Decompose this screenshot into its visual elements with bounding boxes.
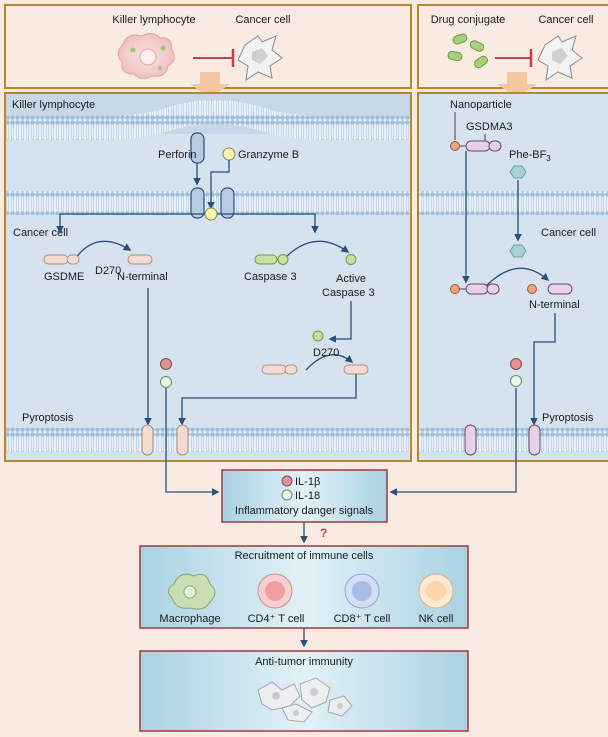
gsdme-label: GSDME: [44, 271, 84, 283]
lymphocyte-membrane: [6, 100, 410, 140]
killer-lymphocyte-label: Killer lymphocyte: [112, 14, 195, 26]
drug-conjugate-icon: [447, 33, 488, 69]
inflammatory-danger-signals-label: Inflammatory danger signals: [235, 505, 374, 517]
down-arrow-right: [497, 72, 537, 98]
cancer-cell-icon: [237, 35, 283, 82]
gsdme-pore-2: [176, 424, 189, 456]
cd4-t-cell-label: CD4⁺ T cell: [248, 613, 305, 625]
phe-bf3-label: Phe-BF3: [509, 149, 551, 163]
n-terminal-right-label: N-terminal: [529, 299, 580, 311]
active-caspase3-small-icon: [312, 330, 324, 342]
pyroptosis-label: Pyroptosis: [22, 412, 74, 424]
anti-tumor-immunity-box: Anti-tumor immunity: [139, 650, 469, 732]
perforin-pore-bottom-2: [220, 187, 235, 219]
d270-label-1: D270: [95, 265, 121, 277]
gsdma3-pore-1: [464, 424, 477, 456]
down-arrow-left: [190, 72, 230, 98]
d270-label-2: D270: [313, 347, 339, 359]
dying-tumor-cells-icon: [257, 677, 353, 723]
active-caspase3-label-2: Caspase 3: [322, 287, 375, 299]
macrophage-icon: [168, 573, 216, 610]
gsdma3-pore-2: [528, 424, 541, 456]
cd4-t-cell-icon: [257, 573, 293, 609]
cd8-t-cell-label: CD8⁺ T cell: [334, 613, 391, 625]
cancer-cell-right-panel-label: Cancer cell: [541, 227, 596, 239]
left-main-panel: Killer lymphocyte Perforin Granzyme B Ca…: [4, 92, 412, 462]
caspase3-icon: [254, 254, 289, 265]
perforin-pore-bottom: [190, 187, 205, 219]
panel-title-killer-lymphocyte: Killer lymphocyte: [12, 99, 95, 111]
gsdme-icon: [43, 254, 80, 265]
anti-tumor-immunity-title: Anti-tumor immunity: [255, 656, 353, 668]
cancer-cell-label-right: Cancer cell: [538, 14, 593, 26]
recruitment-box: Recruitment of immune cells Macrophage C…: [139, 545, 469, 629]
cancer-cell-panel-label: Cancer cell: [13, 227, 68, 239]
phe-bf3-icon: [509, 165, 527, 179]
nanoparticle-label: Nanoparticle: [450, 99, 512, 111]
inhibition-arrow-right: [495, 49, 533, 67]
cancer-cell-icon-right: [537, 35, 583, 82]
il18-icon-right: [510, 375, 522, 387]
gsdme-icon-2: [261, 364, 298, 375]
gsdme-pore-1: [141, 424, 154, 456]
pyroptosis-right-label: Pyroptosis: [542, 412, 594, 424]
nanoparticle-released-icon: [527, 284, 537, 294]
right-membrane-top: [419, 191, 608, 215]
caspase3-label: Caspase 3: [244, 271, 297, 283]
gsdma3-in-cell-icon: [450, 283, 500, 295]
il18-legend-icon: [281, 489, 293, 501]
phe-bf3-in-cell-icon: [509, 244, 527, 258]
il1b-label: IL-1β: [295, 476, 320, 488]
right-membrane-bottom: [419, 428, 608, 452]
inhibition-arrow: [193, 49, 235, 67]
perforin-label: Perforin: [158, 149, 197, 161]
inflammatory-signals-box: IL-1β IL-18 Inflammatory danger signals: [221, 469, 388, 523]
il18-label: IL-18: [295, 490, 320, 502]
right-main-panel: Nanoparticle GSDMA3 Phe-BF3 Cancer cell …: [417, 92, 608, 462]
il18-icon: [160, 376, 172, 388]
drug-conjugate-label: Drug conjugate: [431, 14, 506, 26]
gsdma3-label: GSDMA3: [466, 121, 512, 133]
lymphocyte-icon: [117, 32, 175, 80]
cancer-cell-label: Cancer cell: [235, 14, 290, 26]
cancer-membrane-bottom: [6, 428, 410, 452]
question-mark: ?: [320, 526, 327, 540]
gsdma3-n-terminal-icon: [547, 283, 573, 295]
macrophage-label: Macrophage: [159, 613, 220, 625]
n-terminal-icon-2: [343, 364, 369, 375]
recruitment-title: Recruitment of immune cells: [235, 550, 374, 562]
nk-cell-label: NK cell: [419, 613, 454, 625]
nk-cell-icon: [418, 573, 454, 609]
il1b-icon: [160, 358, 172, 370]
nanoparticle-gsdma3-icon: [450, 140, 502, 152]
cd8-t-cell-icon: [344, 573, 380, 609]
n-terminal-label: N-terminal: [117, 271, 168, 283]
granzyme-b-icon: [222, 147, 236, 161]
granzyme-b-label: Granzyme B: [238, 149, 299, 161]
active-caspase3-icon: [345, 254, 357, 265]
active-caspase3-label-1: Active: [336, 273, 366, 285]
il1b-legend-icon: [281, 475, 293, 487]
il1b-icon-right: [510, 358, 522, 370]
n-terminal-icon: [127, 254, 153, 265]
granzyme-b-in-cell-icon: [204, 207, 218, 221]
